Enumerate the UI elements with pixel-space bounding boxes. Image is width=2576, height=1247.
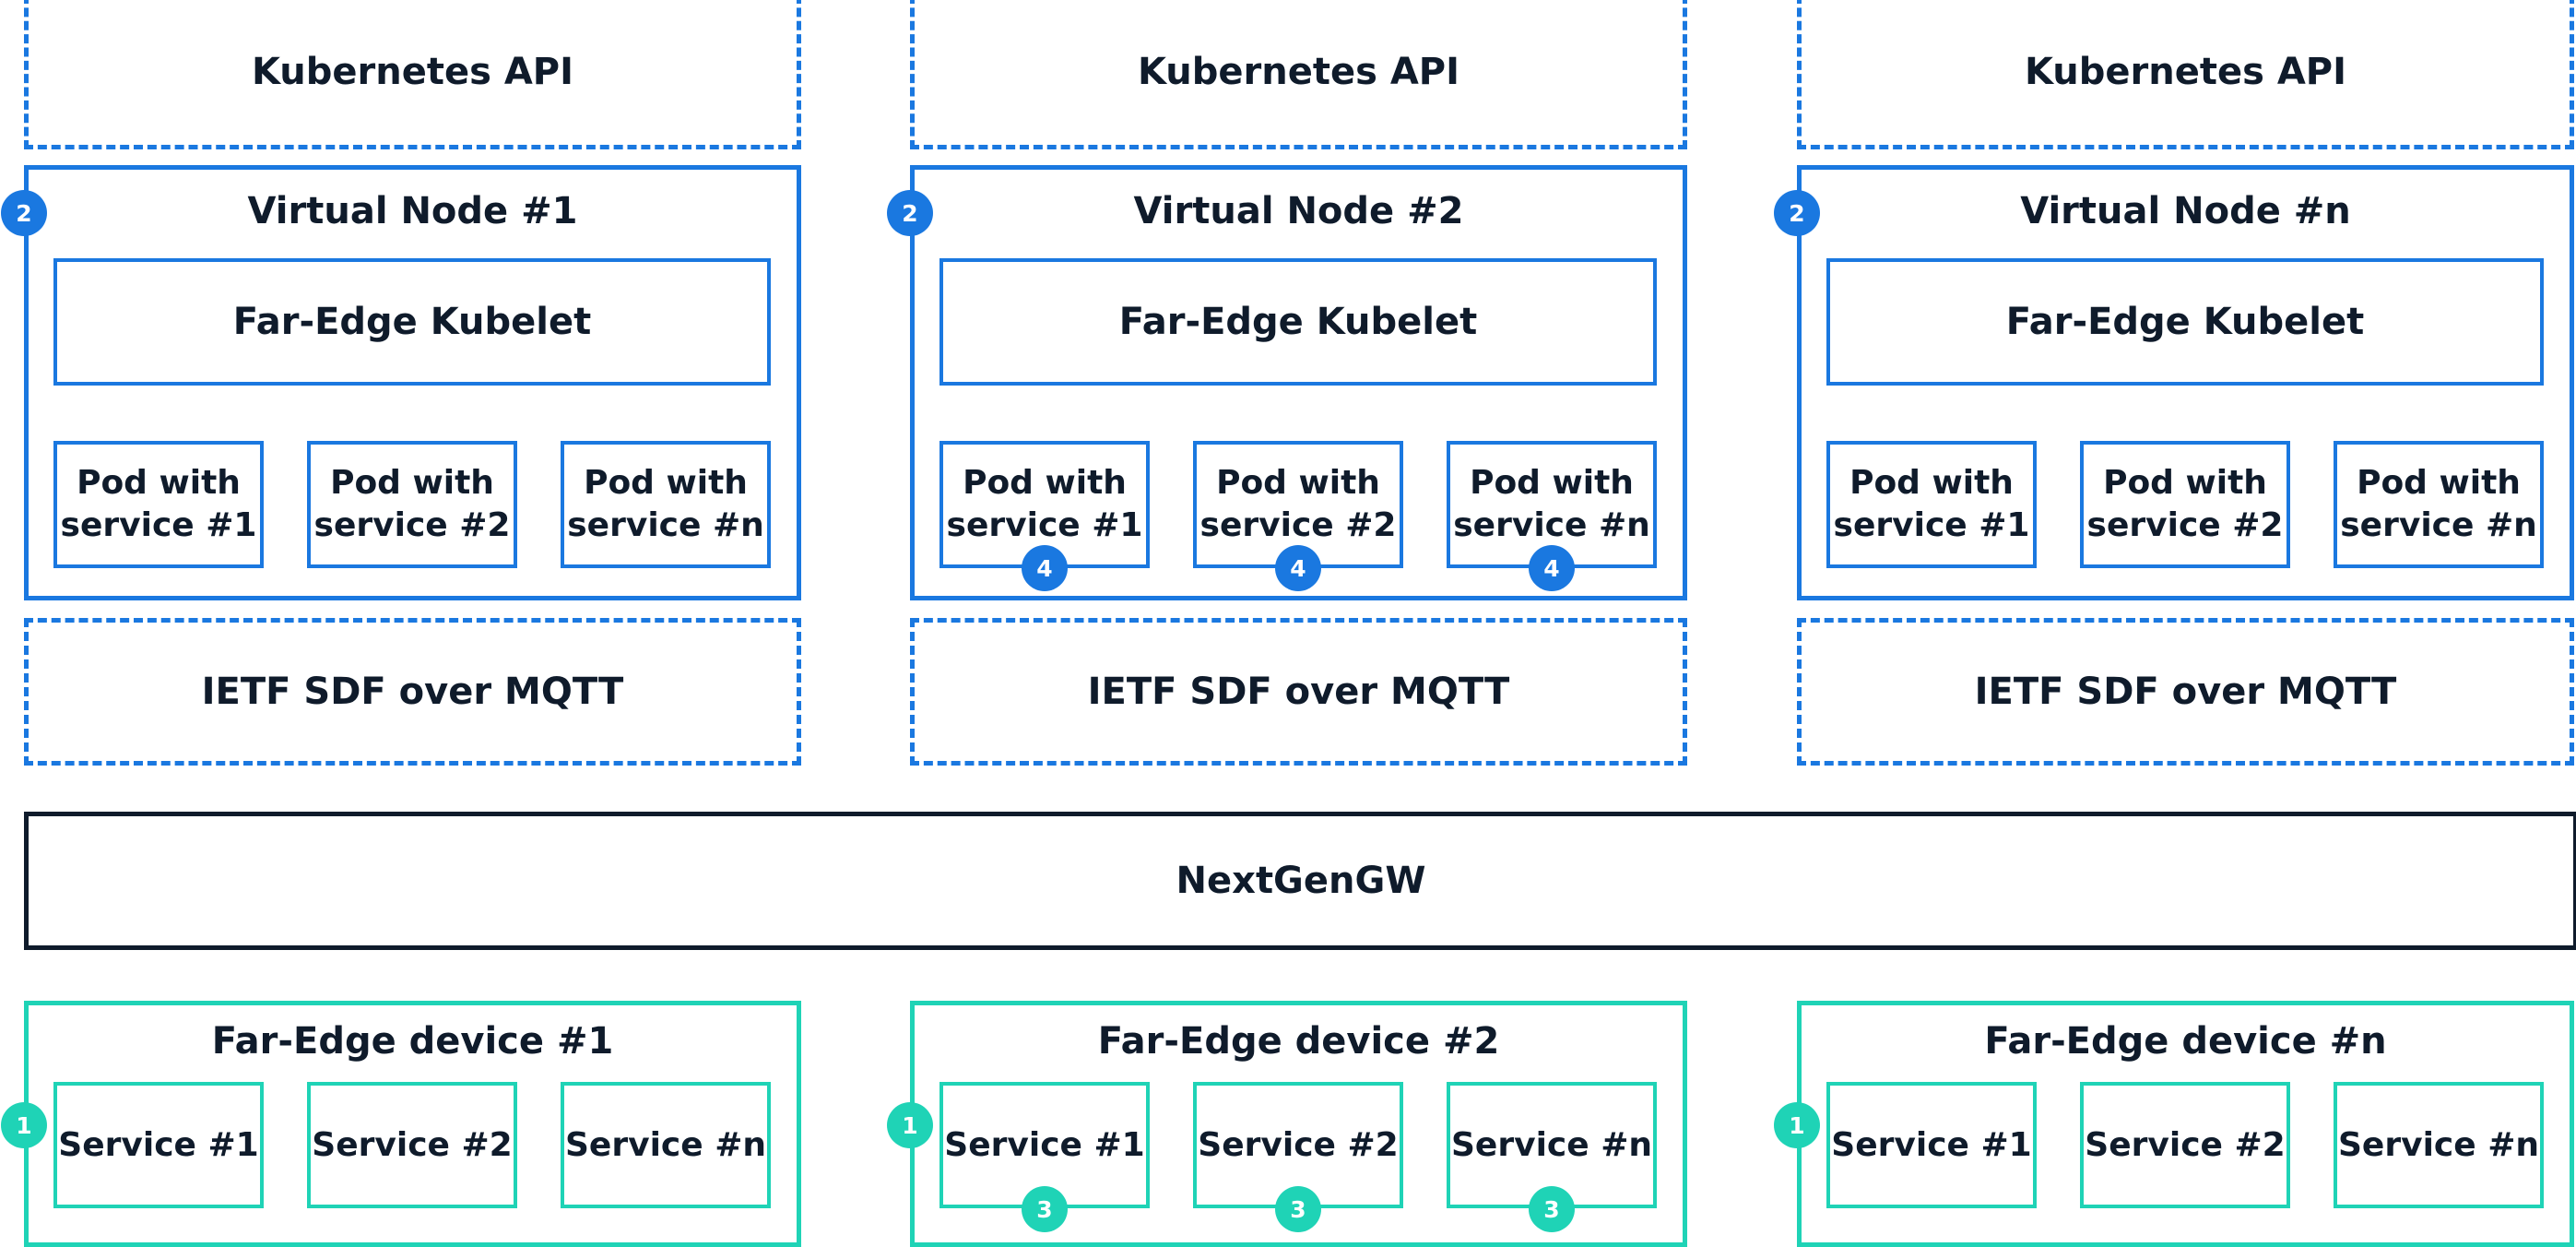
pod-box: Pod with service #2 <box>307 441 517 568</box>
kubernetes-api-box: Kubernetes API <box>1797 0 2574 149</box>
service-box: Service #n <box>561 1082 771 1208</box>
pod-badge: 4 <box>1275 545 1321 591</box>
pod-badge: 4 <box>1529 545 1575 591</box>
far-edge-kubelet-box: Far-Edge Kubelet <box>1826 258 2544 386</box>
service-box: Service #2 <box>2080 1082 2290 1208</box>
service-box: Service #n <box>2334 1082 2544 1208</box>
nextgengw-box: NextGenGW <box>24 812 2576 950</box>
pod-badge: 4 <box>1022 545 1068 591</box>
far-edge-device-title: Far-Edge device #n <box>1984 1020 2387 1063</box>
ietf-sdf-mqtt-box: IETF SDF over MQTT <box>24 618 801 766</box>
pod-box: Pod with service #2 <box>2080 441 2290 568</box>
pod-box: Pod with service #n <box>2334 441 2544 568</box>
service-box: Service #1 <box>1826 1082 2037 1208</box>
far-edge-device-badge: 1 <box>1 1102 47 1148</box>
service-badge: 3 <box>1529 1186 1575 1232</box>
service-badge: 3 <box>1275 1186 1321 1232</box>
service-box: Service #1 <box>53 1082 264 1208</box>
virtual-node-badge: 2 <box>887 190 933 236</box>
kubernetes-api-box: Kubernetes API <box>910 0 1687 149</box>
pod-box: Pod with service #n <box>561 441 771 568</box>
far-edge-device-title: Far-Edge device #2 <box>1097 1020 1500 1063</box>
service-badge: 3 <box>1022 1186 1068 1232</box>
kubernetes-api-box: Kubernetes API <box>24 0 801 149</box>
virtual-node-badge: 2 <box>1774 190 1820 236</box>
virtual-node-box <box>1797 165 2574 600</box>
far-edge-device-title: Far-Edge device #1 <box>211 1020 614 1063</box>
virtual-node-box <box>910 165 1687 600</box>
service-box: Service #n <box>1447 1082 1657 1208</box>
far-edge-device-badge: 1 <box>1774 1102 1820 1148</box>
pod-box: Pod with service #1 <box>939 441 1150 568</box>
pod-box: Pod with service #1 <box>53 441 264 568</box>
far-edge-kubelet-box: Far-Edge Kubelet <box>939 258 1657 386</box>
ietf-sdf-mqtt-box: IETF SDF over MQTT <box>1797 618 2574 766</box>
virtual-node-title: Virtual Node #2 <box>1133 190 1464 232</box>
virtual-node-badge: 2 <box>1 190 47 236</box>
service-box: Service #2 <box>307 1082 517 1208</box>
virtual-node-title: Virtual Node #n <box>2020 190 2351 232</box>
far-edge-device-badge: 1 <box>887 1102 933 1148</box>
virtual-node-box <box>24 165 801 600</box>
pod-box: Pod with service #1 <box>1826 441 2037 568</box>
far-edge-kubelet-box: Far-Edge Kubelet <box>53 258 771 386</box>
virtual-node-title: Virtual Node #1 <box>247 190 578 232</box>
ietf-sdf-mqtt-box: IETF SDF over MQTT <box>910 618 1687 766</box>
pod-box: Pod with service #2 <box>1193 441 1403 568</box>
